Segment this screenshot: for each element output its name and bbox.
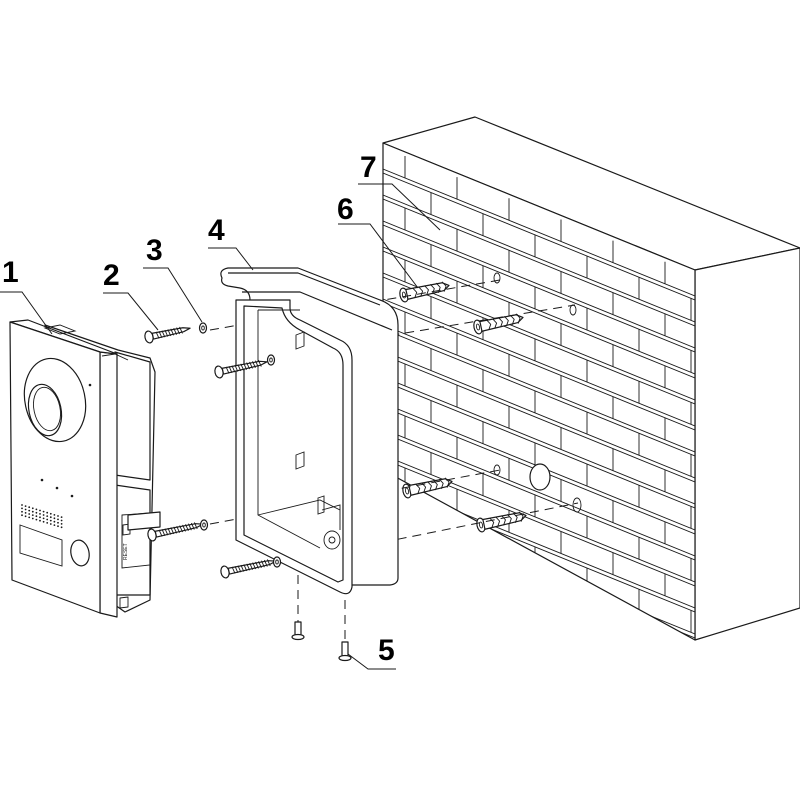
svg-text:4: 4	[208, 214, 225, 247]
callout-7: 7	[358, 151, 441, 231]
brick-course-line	[383, 663, 695, 790]
rain-cover-bracket	[220, 267, 399, 595]
mounting-screw	[214, 359, 268, 379]
brick-wall	[382, 116, 800, 790]
washer	[266, 354, 276, 366]
wall-anchors	[399, 281, 527, 533]
callout-1: 1	[0, 256, 53, 335]
washer	[198, 322, 208, 334]
svg-text:1: 1	[2, 256, 19, 289]
washer	[272, 556, 282, 568]
bottom-fixing-screws	[291, 621, 352, 662]
mounting-screw	[147, 522, 204, 542]
cable-hole	[529, 463, 551, 491]
mounting-screw	[144, 326, 191, 344]
svg-text:6: 6	[337, 193, 354, 226]
speaker-grille	[21, 504, 63, 529]
name-plate	[19, 524, 63, 567]
wall-holes	[493, 272, 582, 513]
brick-course-line	[383, 454, 695, 583]
svg-text:5: 5	[378, 634, 395, 667]
brick-course-line	[383, 220, 695, 349]
brick-course-line	[383, 350, 695, 479]
brick-course-line	[383, 324, 695, 453]
call-button	[70, 539, 90, 567]
callout-5: 5	[347, 634, 396, 670]
reset-label: RESET	[123, 543, 129, 560]
brick-course-line	[383, 428, 695, 557]
callouts: 1 2 3 4 5 6 7	[0, 151, 441, 670]
brick-course-line	[383, 298, 695, 427]
brick-course-line	[383, 168, 695, 297]
washer	[199, 519, 209, 531]
brick-course-line	[383, 376, 695, 505]
bottom-screw	[291, 621, 305, 641]
callout-3: 3	[143, 234, 203, 323]
svg-text:7: 7	[360, 151, 377, 184]
brick-course-line	[383, 610, 695, 640]
bottom-screw	[338, 641, 352, 662]
callout-6: 6	[337, 193, 419, 289]
wall-right-face	[694, 247, 800, 641]
brick-course-line	[383, 636, 695, 640]
brick-course-line	[383, 272, 695, 401]
door-station-unit: RESET	[9, 319, 161, 618]
mounting-screw	[220, 559, 277, 579]
callout-2: 2	[103, 259, 159, 331]
svg-text:2: 2	[103, 259, 120, 292]
callout-4: 4	[208, 214, 254, 271]
brick-course-line	[383, 194, 695, 323]
wall-anchor	[402, 477, 453, 499]
svg-text:3: 3	[146, 234, 163, 267]
screws	[144, 322, 282, 579]
wall-anchor	[476, 511, 527, 533]
wall-anchor	[399, 281, 450, 303]
